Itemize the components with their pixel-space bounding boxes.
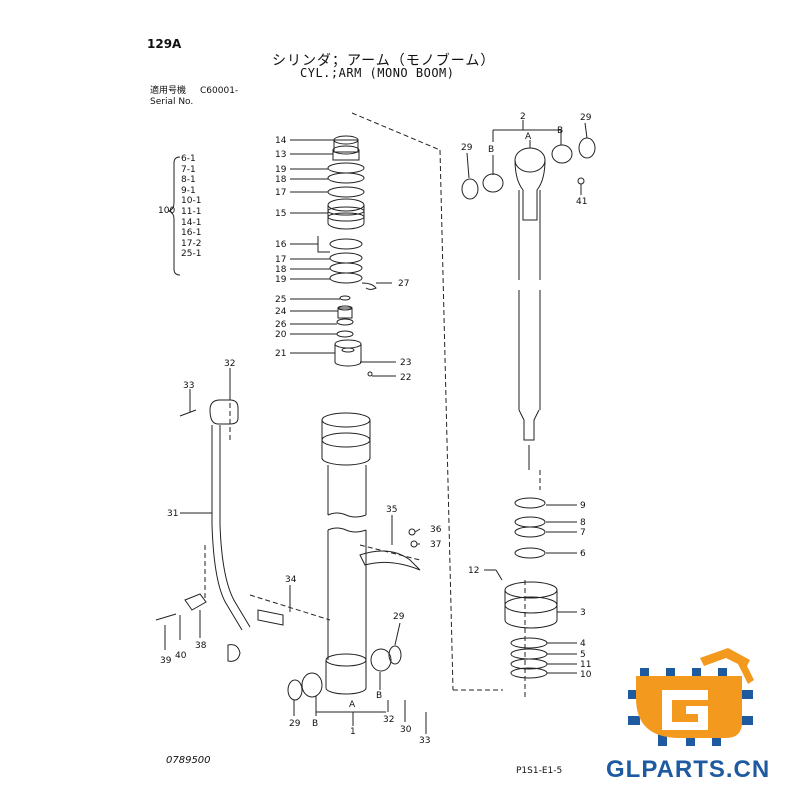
callout: 11 [580,660,591,670]
callout: 15 [275,209,286,219]
applicability-item: 10-1 [181,196,202,207]
callout: 29 [289,719,301,729]
applicability-item: 16-1 [181,228,202,239]
serial-label-ja: 適用号機 [150,86,187,96]
title-japanese: シリンダ；アーム（モノブーム） [272,53,496,69]
callout: B [557,126,563,136]
callout: 33 [419,736,430,746]
callout: 19 [275,275,287,285]
callout: 36 [430,525,442,535]
leader-lines [164,120,588,734]
drawing-number: 0789500 [166,755,211,766]
callout: 35 [386,505,397,515]
applicability-item: 17-2 [181,238,202,249]
applicability-list: 6-1 7-1 8-1 9-1 10-1 11-1 14-1 16-1 17-2… [181,154,201,260]
callout: 12 [468,566,479,576]
callout: 17 [275,188,286,198]
callout: 18 [275,175,287,185]
page-id: 129A [147,37,182,51]
serial-label: 適用号機 Serial No. [150,86,193,108]
callout: 29 [580,113,592,123]
applicability-item: 11-1 [181,206,202,217]
serial-value: C60001- [200,86,239,96]
callout: 21 [275,349,286,359]
applicability-item: 9-1 [181,185,196,196]
callout: 8 [580,518,586,528]
callout: 41 [576,197,587,207]
callout: 31 [167,509,178,519]
applicability-brace [167,156,181,276]
callout: 2 [520,112,526,122]
applicability-item: 7-1 [181,164,196,175]
callout: 24 [275,307,287,317]
callout: B [312,719,318,729]
callout: 14 [275,136,287,146]
applicability-item: 14-1 [181,217,202,228]
brand-name: GLPARTS.CN [606,756,771,783]
callout: 29 [461,143,473,153]
callout: 34 [285,575,297,585]
callout: B [488,145,494,155]
callout: 25 [275,295,286,305]
callout: A [525,132,532,142]
applicability-quantity: 100 [158,206,176,216]
callout: 6 [580,549,586,559]
serial-label-en: Serial No. [150,97,194,107]
callout: 23 [400,358,411,368]
callout: 39 [160,656,172,666]
piston-head-stack [327,135,377,377]
callout: 1 [350,727,356,737]
callout: 29 [393,612,405,622]
title-english: CYL.;ARM (MONO BOOM) [300,66,455,80]
applicability-item: 25-1 [181,249,202,260]
callout: 10 [580,670,592,680]
applicability-item: 6-1 [181,154,196,164]
callout: 37 [430,540,441,550]
callout: 16 [275,240,287,250]
gear-logo-icon [628,648,754,746]
callout: 20 [275,330,287,340]
callout-labels: 14 13 19 18 17 15 16 17 18 19 27 25 24 2… [160,112,592,746]
callout: 17 [275,255,286,265]
assembly-guide-lines [204,112,541,700]
callout: 32 [383,715,394,725]
callout: 3 [580,608,586,618]
callout: 33 [183,381,194,391]
cylinder-tube [287,412,402,701]
callout: 4 [580,639,586,649]
piston-rod-assembly [461,137,596,679]
callout: 5 [580,650,586,660]
callout: 30 [400,725,412,735]
callout: 18 [275,265,287,275]
applicability-item: 8-1 [181,175,196,186]
callout: 19 [275,165,287,175]
callout: 7 [580,528,586,538]
callout: 9 [580,501,586,511]
callout: 27 [398,279,409,289]
callout: 32 [224,359,235,369]
callout: 26 [275,320,287,330]
callout: 22 [400,373,411,383]
callout: 38 [195,641,207,651]
pipe-assembly [155,399,421,662]
reference-code: P1S1-E1-5 [516,766,563,776]
callout: A [349,700,356,710]
callout: 13 [275,150,286,160]
callout: B [376,691,382,701]
callout: 40 [175,651,187,661]
